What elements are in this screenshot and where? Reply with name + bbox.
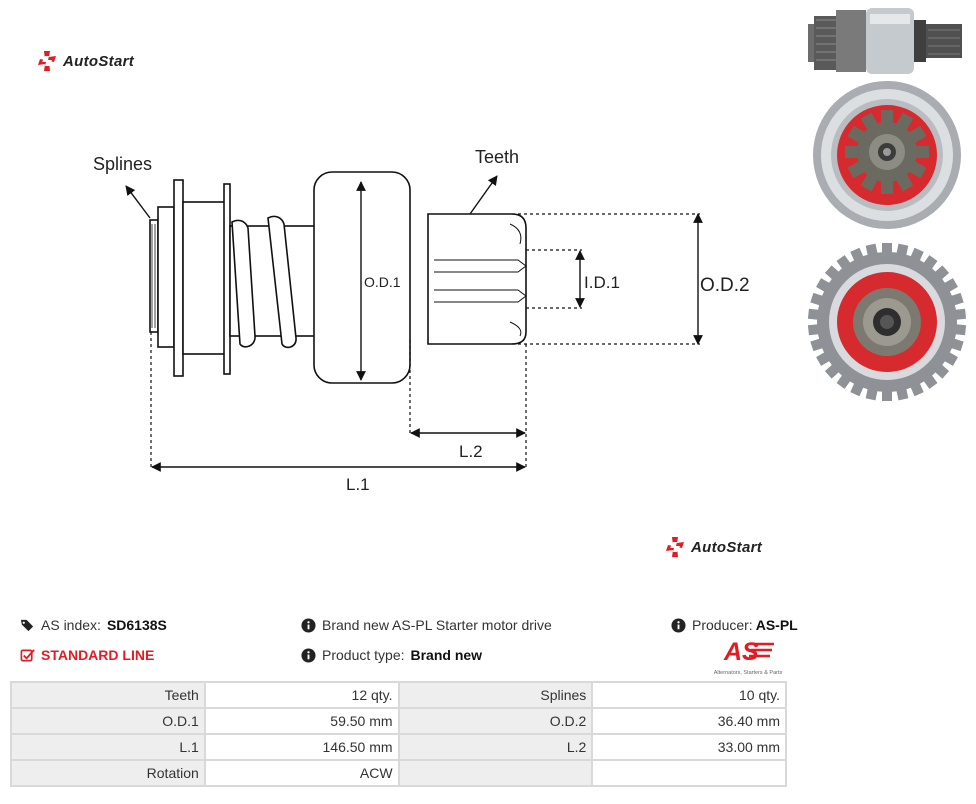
spec-label xyxy=(397,759,594,787)
teeth-leader xyxy=(469,175,498,215)
specs-table: Teeth 12 qty. Splines 10 qty. O.D.1 59.5… xyxy=(10,681,787,787)
brand-name: AutoStart xyxy=(63,52,135,70)
autostart-logo-secondary: AutoStart xyxy=(664,536,762,558)
as-pl-tagline: Alternators, Starters & Parts xyxy=(713,670,783,676)
autostart-mark-icon xyxy=(38,51,56,71)
spec-label: O.D.1 xyxy=(10,707,206,735)
spec-value xyxy=(591,759,787,787)
hub xyxy=(157,206,175,348)
spec-value: 146.50 mm xyxy=(203,733,400,761)
product-type-value: Brand new xyxy=(410,647,483,663)
label-id1: I.D.1 xyxy=(584,273,620,292)
spec-value: ACW xyxy=(203,759,400,787)
as-index: AS index: SD6138S xyxy=(20,617,167,633)
table-row: L.1 146.50 mm L.2 33.00 mm xyxy=(10,733,787,761)
label-splines: Splines xyxy=(93,154,152,174)
label-od1: O.D.1 xyxy=(364,274,401,290)
as-index-label: AS index: xyxy=(41,617,101,633)
tags-icon xyxy=(20,619,34,631)
splines-end xyxy=(149,219,159,333)
thumbnail-side-view[interactable] xyxy=(808,6,966,76)
spec-label: Teeth xyxy=(10,681,206,709)
description-text: Brand new AS-PL Starter motor drive xyxy=(322,617,552,633)
collar xyxy=(182,201,226,355)
product-type-label: Product type: xyxy=(322,647,405,663)
product-type: Product type: Brand new xyxy=(301,647,482,663)
producer-value: AS-PL xyxy=(755,617,798,633)
producer-label: Producer: xyxy=(692,617,753,633)
standard-line-badge: STANDARD LINE xyxy=(20,647,154,663)
table-row: Teeth 12 qty. Splines 10 qty. xyxy=(10,681,787,709)
autostart-logo: AutoStart xyxy=(36,50,134,72)
spec-value: 12 qty. xyxy=(203,681,400,709)
as-pl-logo: AS Alternators, Starters & Parts xyxy=(702,638,794,676)
spec-label: O.D.2 xyxy=(397,707,594,735)
standard-line-text: STANDARD LINE xyxy=(41,647,155,663)
as-index-value: SD6138S xyxy=(106,617,167,633)
table-row: O.D.1 59.50 mm O.D.2 36.40 mm xyxy=(10,707,787,735)
info-icon xyxy=(671,617,686,633)
label-teeth: Teeth xyxy=(475,147,519,167)
brand-name: AutoStart xyxy=(691,538,763,556)
dimension-diagram: Splines Teeth O.D.1 I.D.1 O.D.2 L.2 L.1 xyxy=(93,147,750,494)
table-row: Rotation ACW xyxy=(10,759,787,787)
autostart-mark-icon xyxy=(666,537,684,557)
label-l1: L.1 xyxy=(346,475,370,494)
spec-label: Rotation xyxy=(10,759,206,787)
spec-value: 59.50 mm xyxy=(203,707,400,735)
thumbnail-front-view[interactable] xyxy=(808,80,966,230)
splines-leader xyxy=(125,185,151,219)
washer xyxy=(223,183,231,375)
spec-label: L.2 xyxy=(397,733,594,761)
info-icon xyxy=(301,617,316,633)
pinion xyxy=(427,213,527,345)
spec-value: 10 qty. xyxy=(591,681,787,709)
flange xyxy=(173,179,184,377)
producer: Producer: AS-PL xyxy=(671,617,798,633)
spec-value: 33.00 mm xyxy=(591,733,787,761)
info-icon xyxy=(301,647,316,663)
spring-coil xyxy=(267,215,297,349)
spec-label: L.1 xyxy=(10,733,206,761)
description: Brand new AS-PL Starter motor drive xyxy=(301,617,552,633)
spec-label: Splines xyxy=(397,681,594,709)
svg-text:AS: AS xyxy=(723,638,759,664)
as-pl-mark-icon: AS xyxy=(723,638,774,666)
spring-coil xyxy=(231,219,256,348)
checkbox-icon xyxy=(20,648,35,661)
thumbnail-back-view[interactable] xyxy=(808,242,966,407)
spec-value: 36.40 mm xyxy=(591,707,787,735)
label-l2: L.2 xyxy=(459,442,483,461)
label-od2: O.D.2 xyxy=(700,275,750,296)
